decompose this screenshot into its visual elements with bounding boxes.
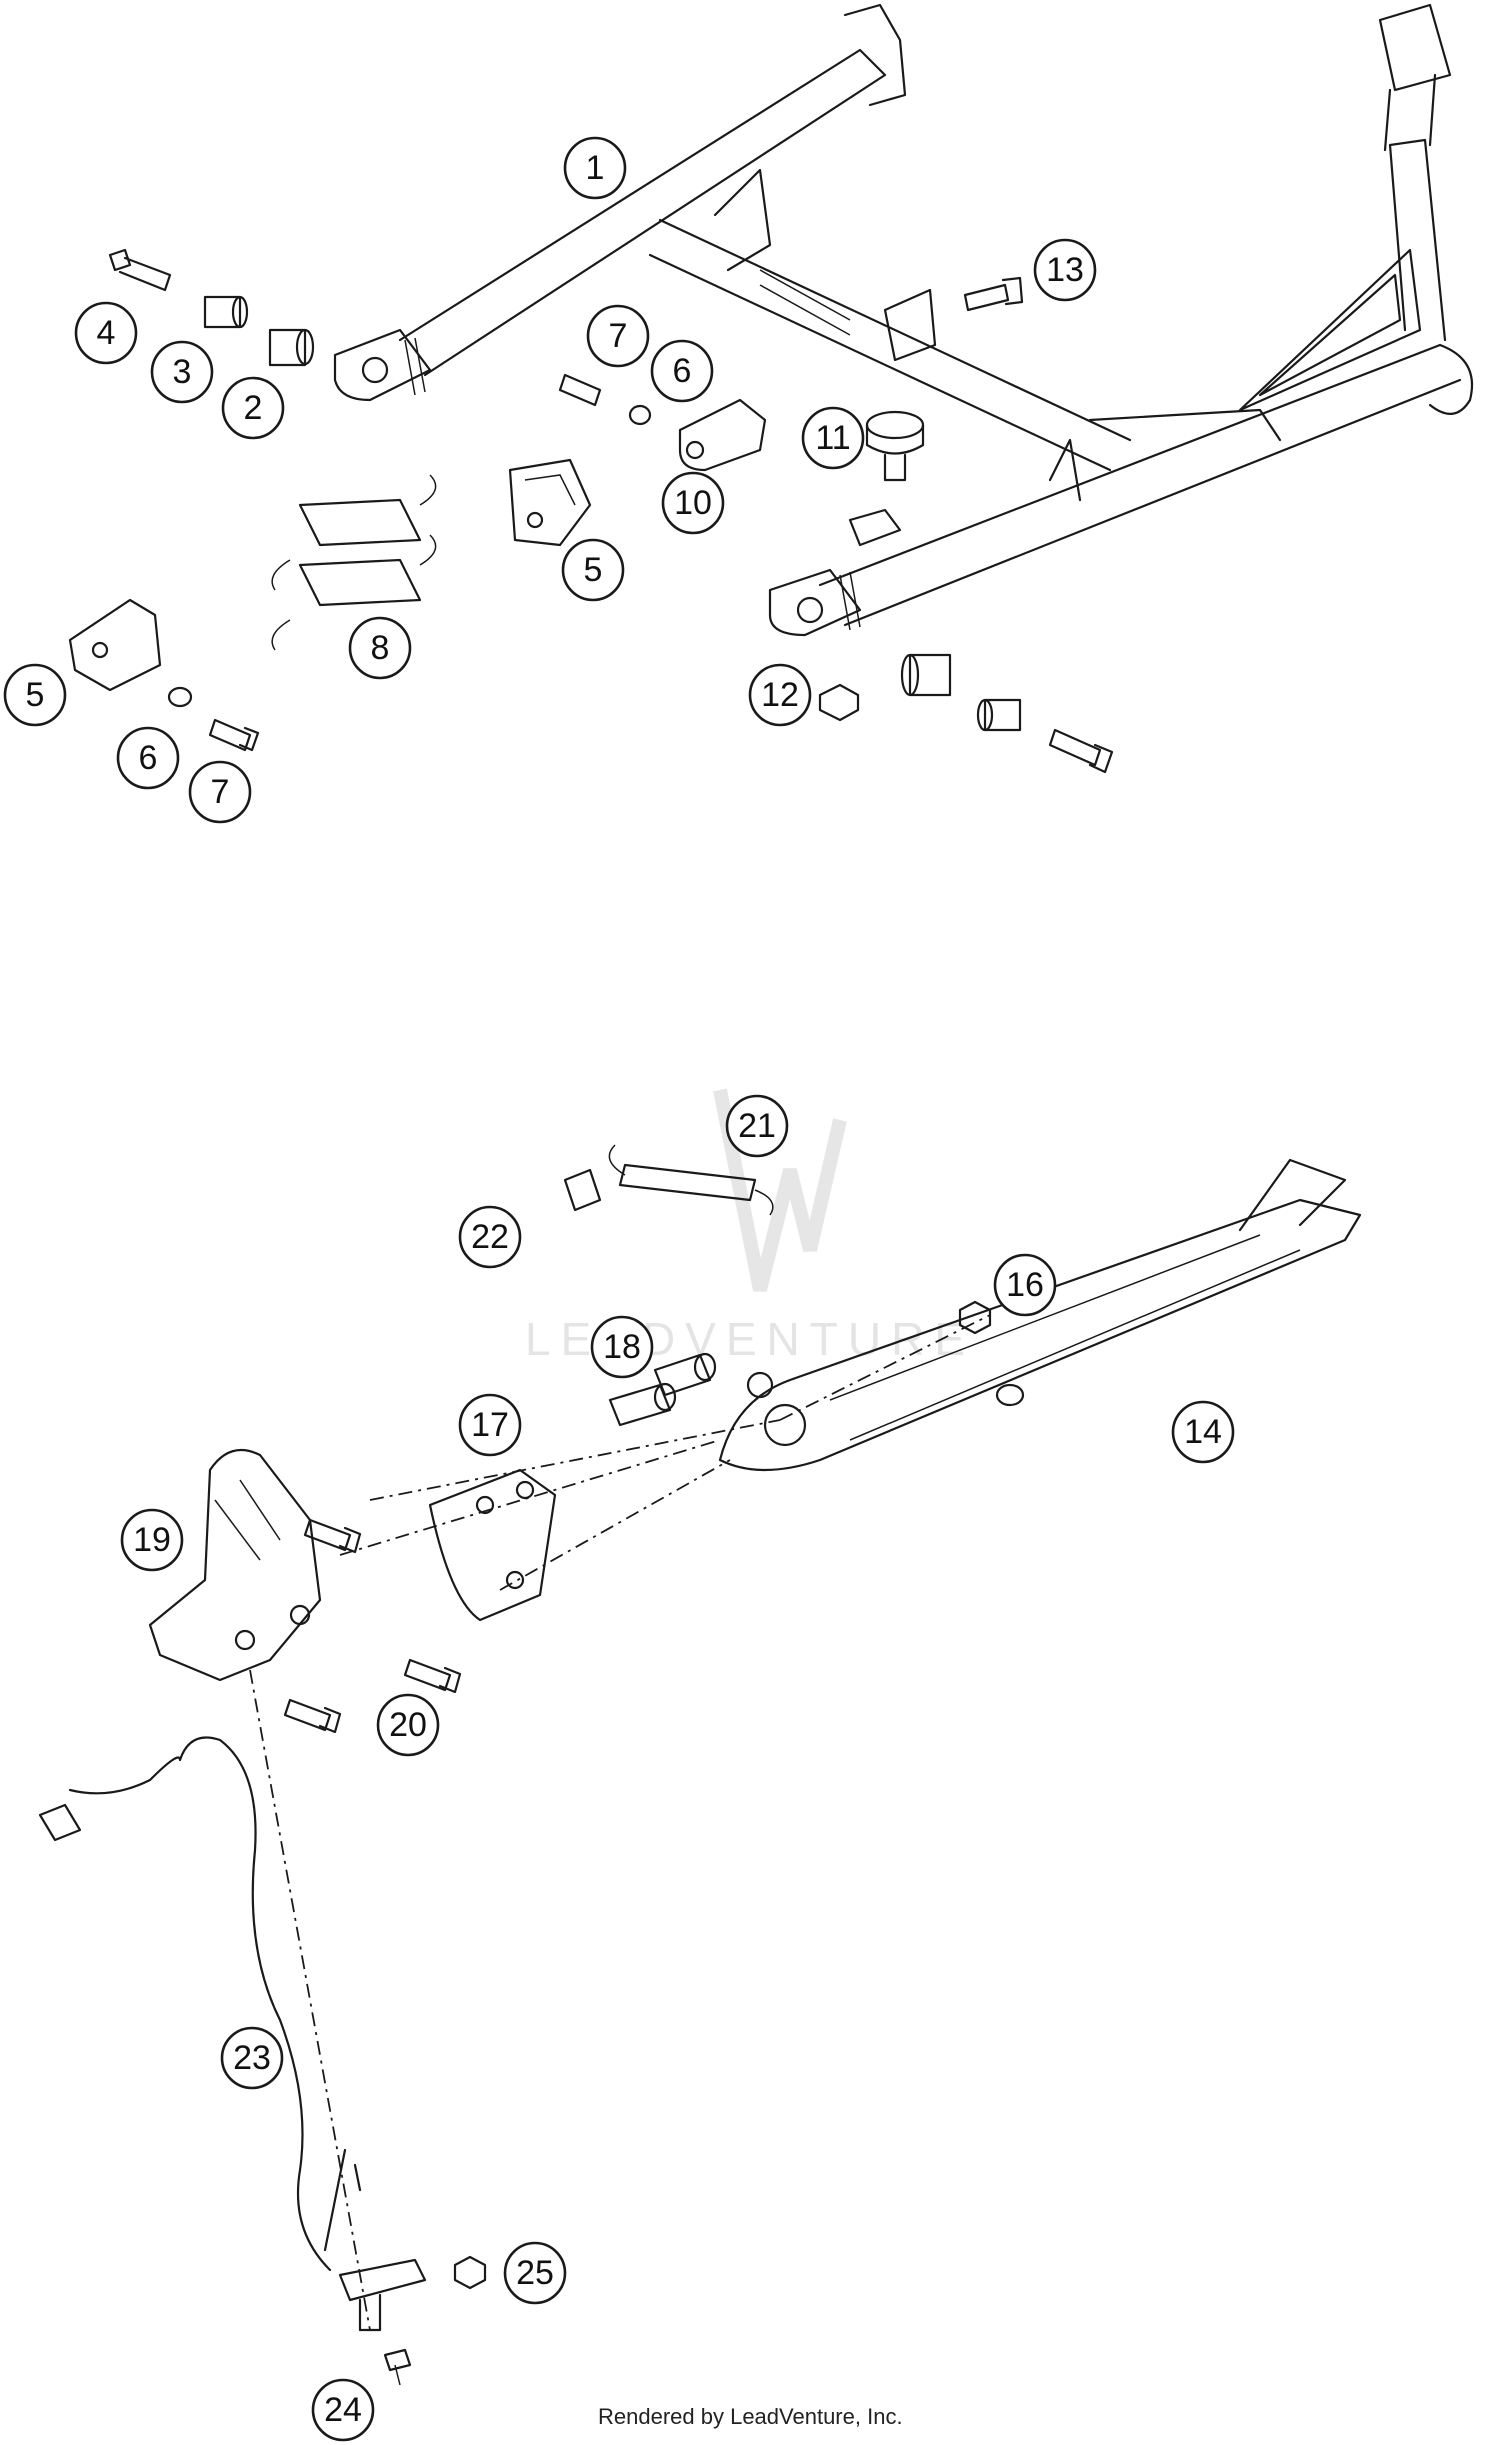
- callout-18: 18: [590, 1315, 654, 1379]
- spring-hook-bracket: [678, 398, 767, 472]
- main-stand-frame: [333, 3, 1474, 637]
- svg-text:19: 19: [133, 1521, 171, 1559]
- svg-text:14: 14: [1184, 1413, 1222, 1451]
- switch-screw: [383, 2348, 412, 2386]
- callout-23: 23: [220, 2026, 284, 2090]
- svg-text:1: 1: [586, 149, 605, 187]
- switch-nut: [453, 2255, 487, 2290]
- bolt-left-small: [208, 718, 260, 752]
- svg-text:3: 3: [173, 353, 192, 391]
- callout-13: 13: [1033, 238, 1097, 302]
- callout-6b: 6: [116, 726, 180, 790]
- svg-text:4: 4: [97, 314, 116, 352]
- callout-24: 24: [311, 2378, 375, 2442]
- callout-21: 21: [725, 1094, 789, 1158]
- svg-text:7: 7: [609, 317, 628, 355]
- svg-text:5: 5: [26, 676, 45, 714]
- nut-right: [818, 683, 860, 722]
- washer-left: [167, 686, 193, 708]
- bushing-left-small: [203, 295, 249, 329]
- callout-14: 14: [1171, 1400, 1235, 1464]
- bracket-center: [508, 458, 592, 547]
- callout-10: 10: [661, 471, 725, 535]
- assembly-lines: [249, 1314, 991, 2331]
- callout-6a: 6: [650, 339, 714, 403]
- bracket-bolts: [283, 1518, 462, 1734]
- side-stand-spring: [608, 1144, 774, 1216]
- svg-text:13: 13: [1046, 251, 1084, 289]
- svg-text:8: 8: [371, 629, 390, 667]
- callout-25: 25: [503, 2241, 567, 2305]
- bolt-center-small: [558, 373, 602, 407]
- svg-text:18: 18: [603, 1328, 641, 1366]
- tension-springs: [271, 474, 437, 651]
- callout-16: 16: [993, 1253, 1057, 1317]
- callout-3: 3: [150, 340, 214, 404]
- callout-17: 17: [458, 1393, 522, 1457]
- pivot-bushing-pair: [608, 1352, 717, 1427]
- mounting-plate: [428, 1468, 557, 1622]
- callout-5a: 5: [561, 538, 625, 602]
- bushing-left-large: [268, 328, 315, 367]
- callout-7b: 7: [188, 760, 252, 824]
- svg-text:23: 23: [233, 2039, 271, 2077]
- svg-text:6: 6: [673, 352, 692, 390]
- callout-8: 8: [348, 616, 412, 680]
- side-stand-leg: [718, 1158, 1362, 1472]
- side-stand-switch: [338, 2258, 427, 2332]
- callout-19: 19: [120, 1508, 184, 1572]
- callout-12: 12: [748, 663, 812, 727]
- bushing-right-large: [900, 653, 952, 697]
- callout-11: 11: [801, 406, 865, 470]
- svg-text:2: 2: [244, 389, 263, 427]
- nut-16: [958, 1300, 992, 1335]
- callout-7a: 7: [586, 304, 650, 368]
- svg-text:11: 11: [815, 419, 850, 457]
- svg-text:21: 21: [738, 1107, 776, 1145]
- pivot-bolt-left: [108, 248, 172, 292]
- callout-20: 20: [376, 1693, 440, 1757]
- pivot-bolt-right: [1048, 728, 1114, 774]
- callout-4: 4: [74, 301, 138, 365]
- callout-5b: 5: [3, 663, 67, 727]
- side-stand-bracket: [148, 1448, 322, 1682]
- svg-text:7: 7: [211, 773, 230, 811]
- svg-text:25: 25: [516, 2254, 554, 2292]
- callout-22: 22: [458, 1205, 522, 1269]
- svg-text:6: 6: [139, 739, 158, 777]
- svg-text:10: 10: [674, 484, 712, 522]
- svg-text:17: 17: [471, 1406, 509, 1444]
- callout-2: 2: [221, 376, 285, 440]
- svg-text:5: 5: [584, 551, 603, 589]
- svg-text:24: 24: [324, 2391, 362, 2429]
- callout-1: 1: [563, 136, 627, 200]
- stop-bolt-right: [963, 276, 1024, 312]
- svg-text:20: 20: [389, 1706, 427, 1744]
- bushing-right-small: [976, 698, 1022, 732]
- washer-center: [628, 404, 652, 426]
- render-credit: Rendered by LeadVenture, Inc.: [598, 2404, 903, 2429]
- bracket-left: [68, 598, 162, 692]
- rubber-stop: [865, 410, 925, 482]
- svg-text:16: 16: [1006, 1266, 1044, 1304]
- svg-text:22: 22: [471, 1218, 509, 1256]
- side-stand-switch-cable: [38, 1736, 362, 2272]
- spring-pin: [563, 1168, 602, 1212]
- svg-text:12: 12: [761, 676, 799, 714]
